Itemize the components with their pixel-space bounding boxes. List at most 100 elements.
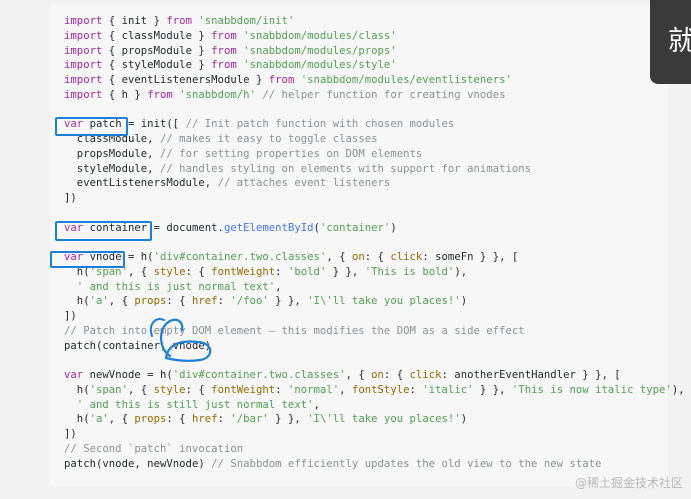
code-token: , { [127, 265, 154, 278]
code-line: import { styleModule } from 'snabbdom/mo… [64, 58, 685, 73]
code-token: import [64, 74, 103, 86]
code-token: fontStyle [351, 383, 410, 396]
code-line: var container = document.getElementById(… [64, 221, 685, 236]
code-token: 'snabbdom/h' [179, 88, 256, 101]
code-line: patch(vnode, newVnode) // Snabbdom effic… [64, 457, 685, 472]
code-token: var [64, 118, 84, 131]
code-line: h('a', { props: { href: '/bar' } }, 'I\'… [64, 412, 685, 427]
code-line: ]) [64, 191, 685, 206]
code-token: 'snabbdom/modules/class' [243, 29, 397, 42]
code-token: { h } [102, 88, 148, 101]
code-line: ]) [64, 427, 685, 442]
code-token: ), [454, 265, 468, 278]
code-token: fontWeight [211, 265, 276, 278]
code-token: '/foo' [230, 295, 269, 308]
code-line: h('a', { props: { href: '/foo' } }, 'I\'… [64, 294, 685, 309]
code-token: from [268, 74, 295, 86]
code-token: props [134, 295, 167, 308]
code-token: 'snabbdom/modules/eventlisteners' [300, 74, 512, 86]
code-token: , { [326, 251, 352, 263]
code-token: eventListenersModule, [64, 177, 218, 190]
code-line: var newVnode = h('div#container.two.clas… [64, 368, 685, 383]
code-token: // Second `patch` invocation [64, 442, 244, 455]
code-token: { init } [102, 15, 167, 27]
code-token: : { [185, 265, 212, 278]
code-line [64, 206, 685, 221]
code-token: from [211, 59, 237, 72]
code-token: : [217, 413, 231, 426]
code-line: h('span', { style: { fontWeight: 'normal… [64, 383, 685, 398]
highlight-box-patch [55, 117, 128, 136]
code-token: , { [127, 383, 154, 396]
code-token: import [64, 88, 103, 101]
code-line: propsModule, // for setting properties o… [64, 147, 685, 162]
code-token: '/bar' [230, 413, 269, 426]
code-token: vnode = h( [83, 251, 154, 263]
code-token: style [153, 383, 186, 396]
code-line: import { h } from 'snabbdom/h' // helper… [64, 88, 685, 103]
code-token: : { [364, 251, 391, 263]
code-token: , { [108, 413, 135, 426]
code-line [64, 103, 685, 118]
code-token: patch = init([ [83, 118, 186, 131]
code-token: ( [313, 221, 320, 234]
code-token: 'This is bold' [364, 265, 455, 278]
code-token: } }, [268, 413, 308, 426]
code-line: // Second `patch` invocation [64, 442, 685, 457]
code-token: : anotherEventHandler } }, [ [441, 369, 621, 381]
code-token: href [191, 413, 218, 426]
code-token: 'div#container.two.classes' [172, 369, 346, 381]
code-token: on [371, 369, 384, 381]
code-token: 'normal' [287, 383, 340, 396]
code-line: styleModule, // handles styling on eleme… [64, 162, 685, 177]
code-token: 'italic' [422, 383, 474, 396]
code-token: from [211, 29, 237, 42]
code-token: } }, [268, 295, 308, 308]
code-token: ) [460, 413, 468, 426]
code-token: 'a' [89, 295, 109, 308]
code-token: var [64, 251, 84, 263]
code-token: import [64, 15, 103, 27]
code-line: import { eventListenersModule } from 'sn… [64, 73, 685, 88]
code-token: 'snabbdom/modules/style' [243, 59, 397, 72]
code-line: ' and this is just normal text', [64, 280, 685, 295]
code-token: styleModule, [64, 162, 160, 175]
code-token: : [217, 295, 231, 308]
code-token: patch(vnode, newVnode) [64, 457, 212, 470]
code-token: : { [166, 413, 192, 426]
code-token: 'span' [89, 265, 128, 278]
code-line: var vnode = h('div#container.two.classes… [64, 250, 685, 265]
side-panel: 就 [650, 0, 691, 84]
code-token: // Patch into empty DOM element – this m… [64, 324, 525, 337]
code-token: : someFn } }, [ [422, 251, 519, 263]
code-line: ' and this is still just normal text', [64, 398, 685, 413]
code-token: import [64, 29, 103, 42]
code-token: props [134, 413, 167, 426]
code-token: // handles styling on elements with supp… [159, 162, 532, 175]
code-line: classModule, // makes it easy to toggle … [64, 132, 685, 147]
code-token: 'a' [89, 413, 109, 426]
code-token: propsModule, [64, 147, 160, 160]
code-token: : { [166, 295, 192, 308]
code-line: import { classModule } from 'snabbdom/mo… [64, 29, 685, 44]
code-token: // for setting properties on DOM element… [159, 147, 423, 160]
code-token: h( [64, 295, 90, 308]
code-token: classModule, [64, 133, 160, 145]
code-line: ]) [64, 309, 685, 324]
code-token: { classModule } [102, 29, 212, 42]
code-token: ]) [64, 192, 77, 204]
code-token: ]) [64, 428, 77, 440]
code-token: style [153, 265, 186, 278]
code-token: 'container' [319, 221, 391, 234]
code-token: ) [460, 295, 468, 308]
pen-annotation [150, 318, 212, 362]
code-token: on [351, 251, 365, 263]
code-token: fontWeight [211, 383, 276, 396]
code-token: , [313, 398, 320, 411]
code-lines: import { init } from 'snabbdom/init'impo… [64, 14, 685, 471]
code-token: // attaches event listeners [217, 177, 391, 190]
code-token: // Init patch function with chosen modul… [185, 118, 455, 131]
code-token: ) [390, 221, 397, 234]
code-token: container = document. [83, 221, 224, 234]
